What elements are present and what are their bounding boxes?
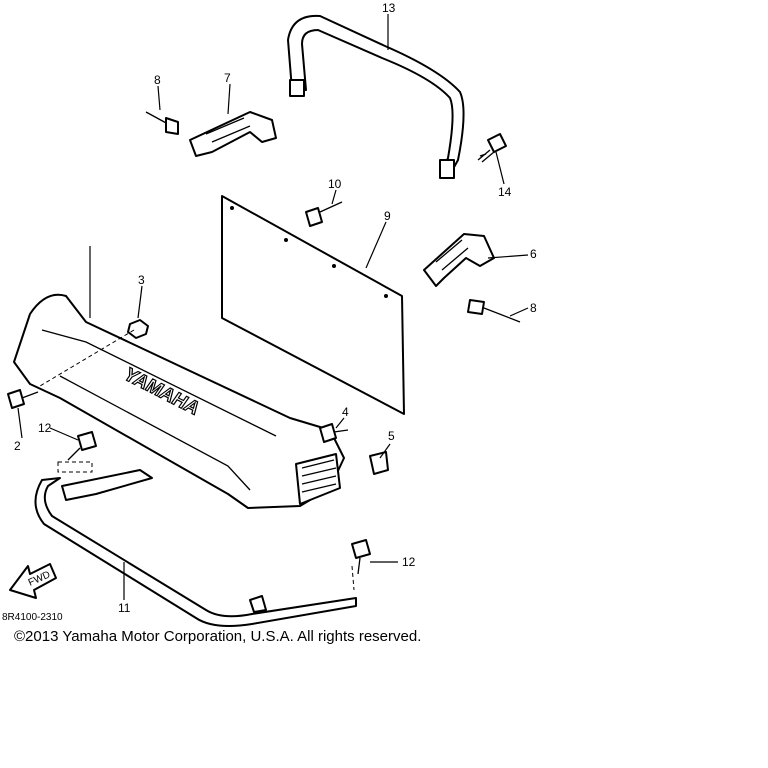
callout-8b: 8 [530,301,537,315]
callout-6: 6 [530,247,537,261]
callout-13: 13 [382,1,396,15]
alignment-lines [39,329,355,591]
callout-7: 7 [224,71,231,85]
leader-lines [17,14,529,600]
bolt-12-left [67,431,97,461]
bolt-12-right [351,539,371,575]
bolt-8-lower [467,299,521,323]
bracket-6 [423,233,495,287]
fwd-arrow-icon: FWD [9,563,57,599]
callout-12a: 12 [38,421,52,435]
callout-3: 3 [138,273,145,287]
bracket-7 [189,111,277,157]
copyright-notice: ©2013 Yamaha Motor Corporation, U.S.A. A… [14,628,422,645]
nut-3 [127,319,149,339]
callout-14: 14 [498,185,512,199]
callout-12b: 12 [402,555,416,569]
callout-4: 4 [342,405,349,419]
clip-5 [369,451,389,475]
callout-9: 9 [384,209,391,223]
plate-9 [221,195,405,415]
callout-labels: 2 3 4 5 6 7 8 8 9 10 11 12 12 13 14 [14,1,537,615]
grab-rail-13 [287,14,465,179]
callout-8a: 8 [154,73,161,87]
callout-11: 11 [118,601,131,615]
bolt-14 [477,133,507,163]
screw-10 [305,201,343,227]
bolt-4 [319,423,349,443]
diagram-code: 8R4100-2310 [2,612,63,623]
bumper-body [13,293,345,509]
callout-5: 5 [388,429,395,443]
callout-10: 10 [328,177,342,191]
callout-2: 2 [14,439,21,453]
bolt-2 [7,389,39,409]
bolt-8-upper [145,111,179,135]
guard-bar-11 [34,469,357,627]
